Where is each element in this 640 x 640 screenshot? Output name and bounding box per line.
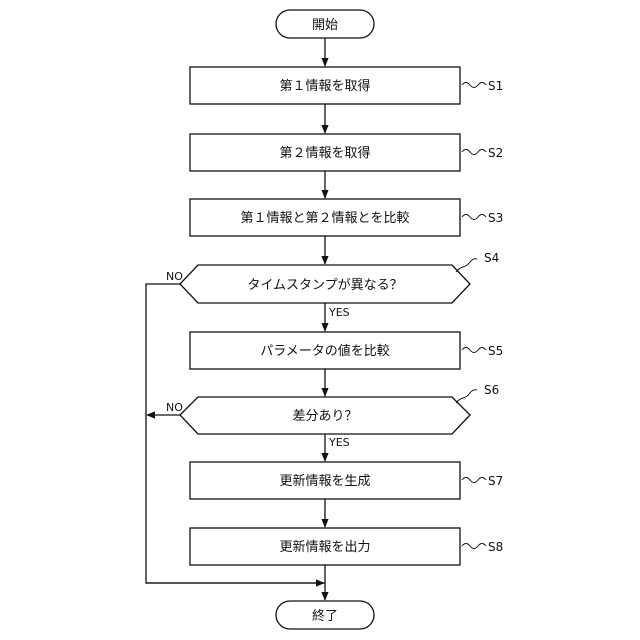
- step-id-s1: S1: [488, 79, 503, 93]
- decision-text-s4: タイムスタンプが異なる？: [247, 278, 402, 293]
- process-text-s3: 第１情報と第２情報とを比較: [240, 211, 409, 226]
- step-leader-s1: [462, 83, 486, 88]
- process-text-s1: 第１情報を取得: [279, 78, 370, 94]
- step-id-s5: S5: [488, 344, 503, 358]
- branch-label-s6-yes: YES: [328, 436, 350, 449]
- process-text-s5: パラメータの値を比較: [260, 343, 390, 359]
- branch-label-s6-no: NO: [166, 401, 183, 414]
- step-leader-s8: [462, 544, 486, 549]
- step-id-s8: S8: [488, 540, 503, 554]
- branch-label-s4-yes: YES: [328, 306, 350, 319]
- process-text-s2: 第２情報を取得: [279, 145, 370, 161]
- branch-label-s4-no: NO: [166, 270, 183, 283]
- step-leader-s4: [456, 259, 477, 272]
- step-leader-s3: [462, 215, 486, 220]
- step-id-s7: S7: [488, 474, 503, 488]
- step-id-s6: S6: [484, 383, 499, 397]
- step-leader-s5: [462, 348, 486, 353]
- step-leader-s7: [462, 478, 486, 483]
- process-text-s8: 更新情報を出力: [279, 539, 370, 555]
- step-id-s4: S4: [484, 251, 499, 265]
- step-id-s3: S3: [488, 211, 503, 225]
- decision-text-s6: 差分あり？: [292, 409, 357, 424]
- process-text-s7: 更新情報を生成: [279, 473, 370, 489]
- end-label: 終了: [312, 608, 338, 624]
- step-leader-s6: [456, 390, 477, 403]
- start-label: 開始: [312, 18, 338, 33]
- step-leader-s2: [462, 150, 486, 155]
- step-id-s2: S2: [488, 146, 503, 160]
